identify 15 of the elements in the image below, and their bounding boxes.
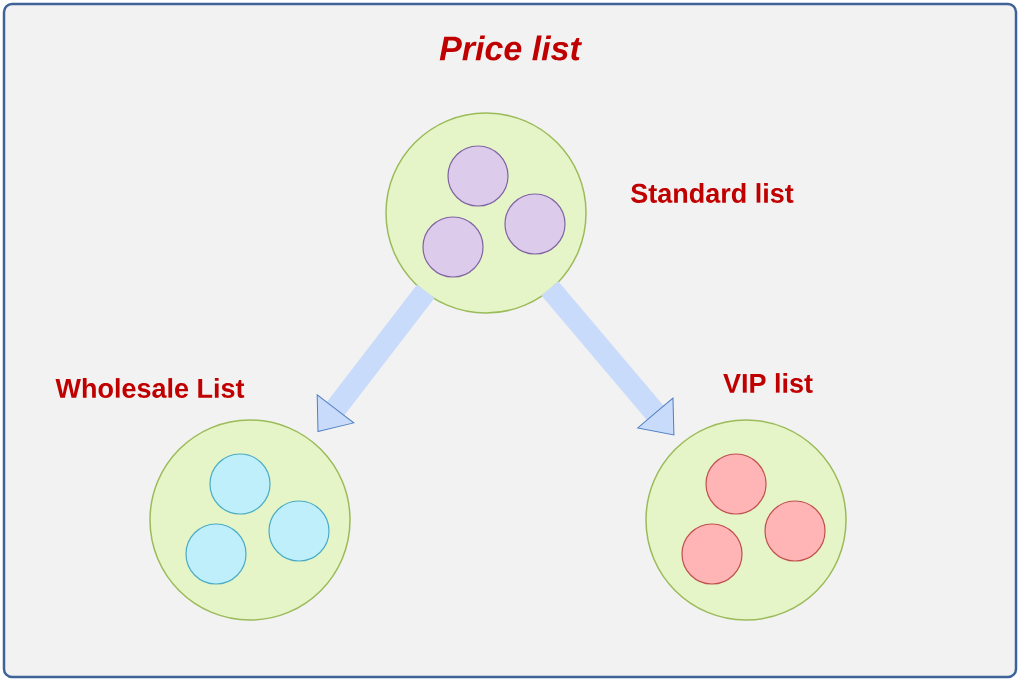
small-circle	[268, 500, 330, 562]
small-circle	[422, 216, 484, 278]
circle-label: Wholesale List	[55, 378, 245, 398]
small-circle	[681, 523, 743, 585]
small-circle	[447, 145, 509, 207]
block-arrow	[316, 284, 435, 433]
block-arrow	[541, 281, 675, 436]
circle-label: Standard list	[631, 183, 794, 203]
small-circle	[209, 453, 271, 515]
circle-label: VIP list	[723, 373, 813, 393]
small-circle	[185, 523, 247, 585]
small-circle	[504, 193, 566, 255]
small-circle	[705, 453, 767, 515]
title: Price list	[439, 35, 582, 61]
small-circle	[764, 500, 826, 562]
